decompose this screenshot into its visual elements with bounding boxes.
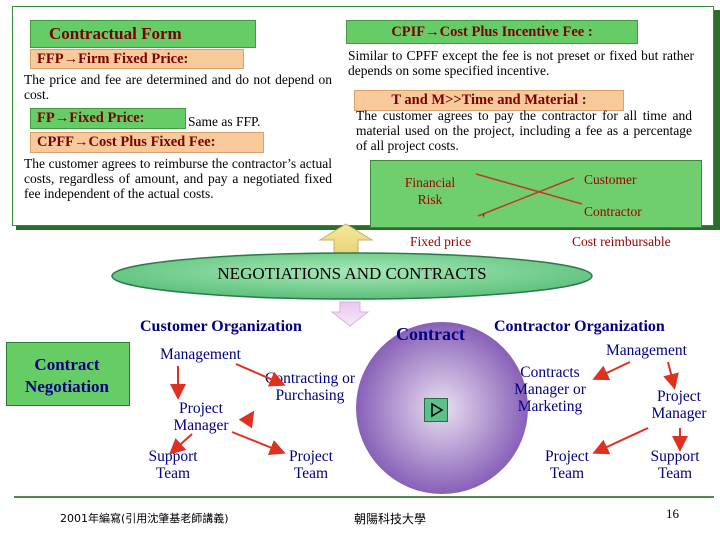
risk-chart-box <box>370 160 702 228</box>
ffp-label: FFP→Firm Fixed Price: <box>30 49 244 69</box>
contractor-project-team-node: Project Team <box>545 448 589 482</box>
contract-label: Contract <box>396 324 465 344</box>
risk-chart-lines <box>475 173 583 217</box>
down-arrow-icon <box>330 301 370 327</box>
cpif-description: Similar to CPFF except the fee is not pr… <box>348 48 694 78</box>
arrow-contract-left <box>238 410 255 429</box>
customer-project-team-node: Project Team <box>289 448 333 482</box>
contractor-risk-label: Contractor <box>584 204 642 219</box>
cpff-label: CPFF→Cost Plus Fixed Fee: <box>30 132 264 153</box>
contractor-project-manager-node: Project Manager <box>651 388 707 422</box>
risk-chart-tick: , <box>482 204 486 219</box>
contract-negotiation-box <box>6 342 130 406</box>
arrow-rmgmt-to-contracts <box>592 361 631 381</box>
arrow-rmgmt-to-pm <box>663 361 679 390</box>
footer-left: 2001年編寫(引用沈肇基老師講義) <box>60 512 229 525</box>
customer-risk-label: Customer <box>584 172 637 187</box>
play-icon <box>431 402 444 418</box>
tm-label: T and M>>Time and Material : <box>354 90 624 111</box>
contractor-management-node: Management <box>606 342 687 359</box>
arrow-rpm-to-team <box>592 427 649 455</box>
contractual-form-title: Contractual Form <box>30 20 256 48</box>
cpif-label: CPIF→Cost Plus Incentive Fee : <box>346 20 638 44</box>
play-button[interactable] <box>424 398 448 422</box>
customer-management-node: Management <box>160 346 241 363</box>
contracts-manager-node: Contracts Manager or Marketing <box>514 364 586 415</box>
footer-center: 朝陽科技大學 <box>354 512 427 526</box>
ffp-description: The price and fee are determined and do … <box>24 72 332 102</box>
customer-risk-line <box>475 173 583 205</box>
banner-title: NEGOTIATIONS AND CONTRACTS <box>217 264 487 283</box>
financial-risk-label: Financial Risk <box>404 175 456 207</box>
tm-description: The customer agrees to pay the contracto… <box>356 108 692 153</box>
fixed-price-label: Fixed price <box>410 234 472 249</box>
contract-negotiation-label: Contract Negotiation <box>24 355 110 396</box>
contractor-risk-line <box>477 177 575 217</box>
fp-description: Same as FFP. <box>188 114 261 129</box>
contractor-organization-label: Contractor Organization <box>494 318 665 335</box>
cost-reimbursable-label: Cost reimbursable <box>572 234 671 249</box>
page-number: 16 <box>666 506 679 521</box>
arrow-pm-to-support <box>169 433 193 455</box>
cpff-description: The customer agrees to reimburse the con… <box>24 156 332 201</box>
fp-label: FP→Fixed Price: <box>30 108 186 129</box>
arrow-pm-to-team <box>231 431 286 455</box>
customer-organization-label: Customer Organization <box>140 318 302 335</box>
arrow-mgmt-to-contracting <box>235 363 286 387</box>
customer-project-manager-node: Project Manager <box>173 400 229 434</box>
footer-divider <box>14 496 714 498</box>
banner-ellipse <box>111 252 593 300</box>
contractor-support-team-node: Support Team <box>650 448 700 482</box>
